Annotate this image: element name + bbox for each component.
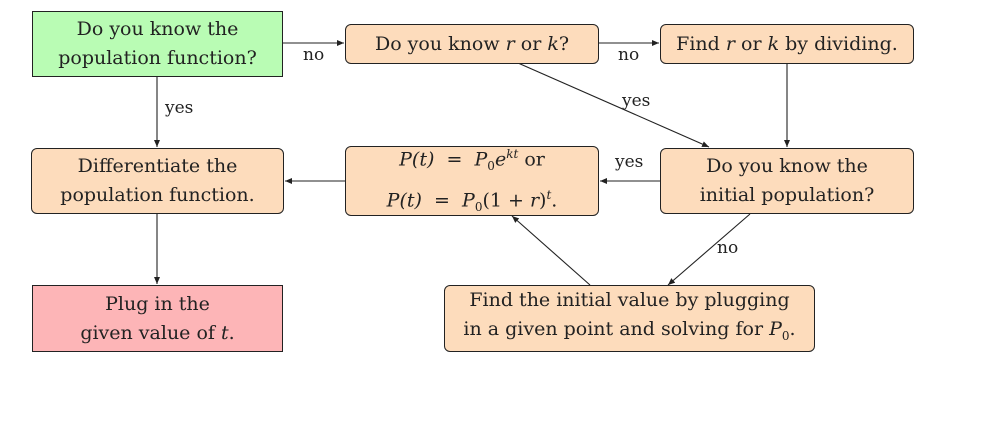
node-formula-line1: P(t) = P0ekt or (399, 146, 545, 173)
node-find-r-or-k-text: Find r or k by dividing. (676, 32, 898, 55)
node-know-initial-line2: initial population? (699, 184, 875, 206)
node-find-initial-line2: in a given point and solving for P0. (463, 318, 796, 343)
node-know-function-line2: population function? (58, 47, 257, 69)
node-find-initial: Find the initial value by plugging in a … (444, 285, 815, 352)
node-know-r-or-k: Do you know r or k? (345, 24, 599, 64)
node-differentiate: Differentiate the population function. (31, 148, 284, 214)
edge-rk-to-initial (517, 62, 710, 148)
edge-find-initial-to-formula (511, 215, 591, 286)
edge-label-function-to-diff: yes (165, 98, 194, 118)
node-plug-in: Plug in the given value of t. (32, 285, 283, 352)
node-find-initial-line1: Find the initial value by plugging (469, 289, 790, 312)
node-know-function: Do you know the population function? (32, 11, 283, 77)
node-formula-line2: P(t) = P0(1 + r)t. (386, 188, 558, 215)
node-differentiate-line1: Differentiate the (77, 155, 238, 177)
edge-label-function-to-rk: no (303, 45, 325, 65)
edge-label-rk-to-initial: yes (622, 91, 651, 111)
node-know-initial-line1: Do you know the (706, 155, 868, 177)
node-know-r-or-k-text: Do you know r or k? (374, 32, 570, 55)
node-know-initial: Do you know the initial population? (660, 148, 914, 214)
edge-initial-to-find-initial (667, 213, 751, 286)
node-plug-in-line1: Plug in the (105, 292, 210, 315)
edge-label-initial-to-formula: yes (615, 152, 644, 172)
edge-label-initial-to-find-initial: no (717, 238, 739, 258)
node-find-r-or-k: Find r or k by dividing. (660, 24, 914, 64)
node-differentiate-line2: population function. (60, 184, 255, 206)
node-plug-in-line2: given value of t. (80, 321, 235, 344)
node-know-function-line1: Do you know the (76, 18, 239, 40)
node-formula: P(t) = P0ekt or P(t) = P0(1 + r)t. (345, 146, 599, 216)
edge-label-rk-to-find: no (618, 45, 640, 65)
